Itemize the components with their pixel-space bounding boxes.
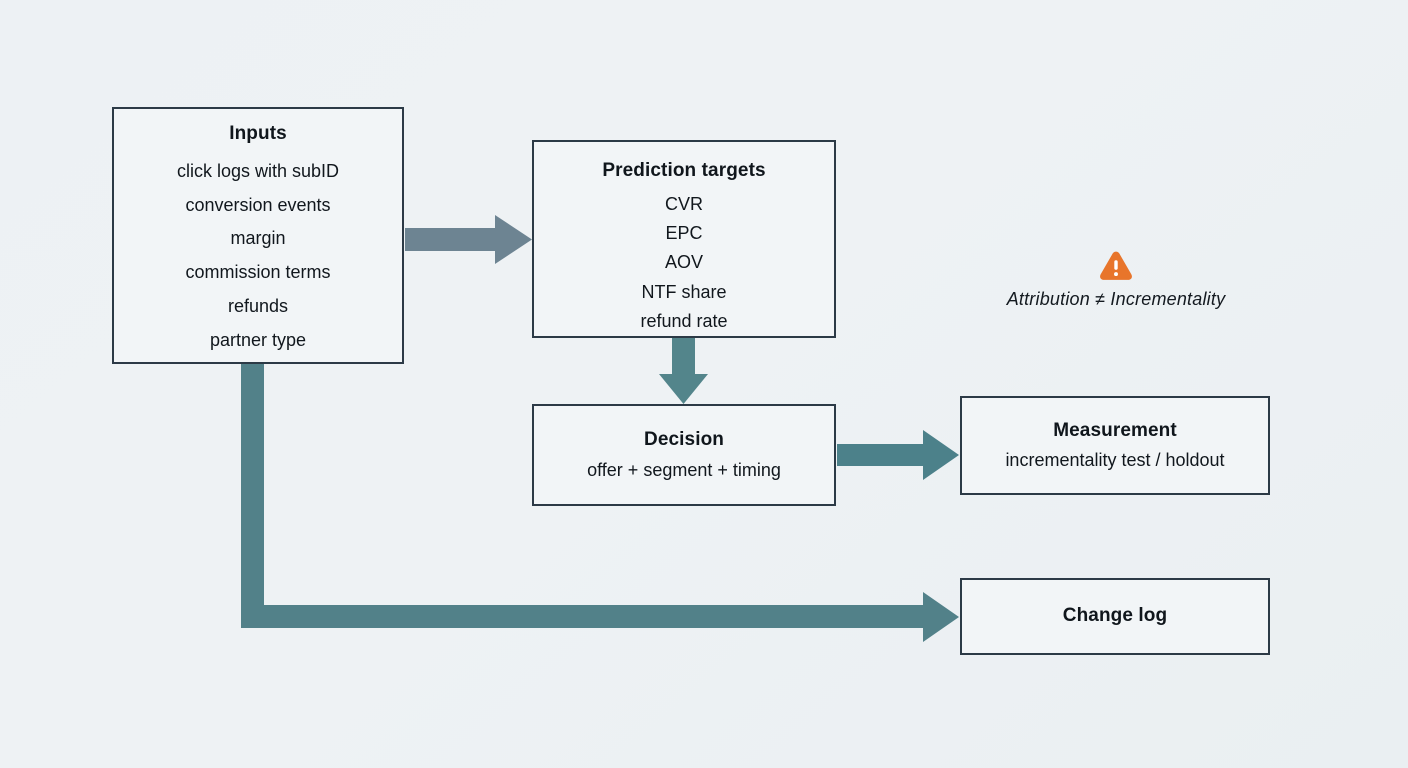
connector-decision-to-measurement: [837, 430, 959, 480]
node-measurement-subtitle: incrementality test / holdout: [1005, 450, 1225, 471]
node-inputs-item-0: click logs with subID: [176, 160, 340, 181]
node-prediction-targets[interactable]: Prediction targets CVR EPC AOV NTF share…: [532, 140, 836, 338]
node-measurement-title: Measurement: [1053, 419, 1177, 441]
node-inputs[interactable]: Inputs click logs with subID conversion …: [112, 107, 404, 364]
annotation-attribution-warning: Attribution ≠ Incrementality: [960, 250, 1272, 310]
node-prediction-targets-item-3: NTF share: [641, 281, 727, 302]
node-inputs-title: Inputs: [229, 123, 287, 144]
node-inputs-item-2: margin: [230, 228, 286, 249]
node-measurement[interactable]: Measurement incrementality test / holdou…: [960, 396, 1270, 495]
node-change-log[interactable]: Change log: [960, 578, 1270, 655]
node-inputs-item-4: refunds: [227, 296, 289, 317]
node-inputs-item-5: partner type: [209, 329, 307, 350]
annotation-warning-text: Attribution ≠ Incrementality: [1006, 289, 1226, 309]
connector-prediction-to-decision: [659, 338, 708, 404]
node-decision[interactable]: Decision offer + segment + timing: [532, 404, 836, 506]
node-prediction-targets-item-0: CVR: [664, 193, 703, 214]
node-prediction-targets-item-1: EPC: [665, 223, 703, 244]
node-prediction-targets-item-2: AOV: [664, 252, 703, 273]
node-inputs-item-1: conversion events: [185, 194, 331, 215]
node-inputs-item-3: commission terms: [185, 262, 331, 283]
node-decision-subtitle: offer + segment + timing: [587, 459, 781, 480]
node-change-log-title: Change log: [1062, 605, 1168, 627]
node-prediction-targets-item-4: refund rate: [640, 311, 728, 332]
node-prediction-targets-title: Prediction targets: [602, 160, 766, 181]
node-decision-title: Decision: [644, 429, 724, 451]
warning-triangle-icon: [1100, 251, 1132, 280]
connector-inputs-to-prediction: [405, 215, 532, 264]
